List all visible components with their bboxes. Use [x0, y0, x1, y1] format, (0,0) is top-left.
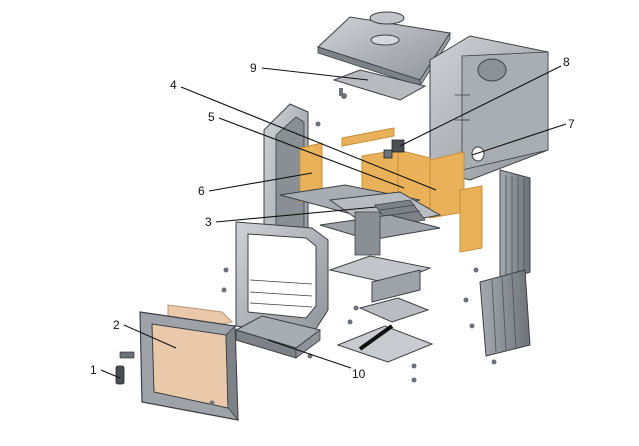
front-door: [139, 304, 239, 422]
leader-9: [261, 67, 369, 81]
ashpan-assembly: [328, 255, 434, 363]
leader-3: [215, 206, 377, 223]
door-handle: [115, 351, 135, 385]
baffle-plate: [332, 69, 427, 101]
leader-5: [218, 117, 405, 189]
throat-plate: [383, 139, 405, 159]
leader-1: [100, 369, 121, 379]
leader-2: [123, 324, 177, 349]
callout-10: 10: [352, 367, 366, 381]
leader-4: [180, 86, 437, 191]
callout-7: 7: [568, 117, 575, 131]
grate-assembly: [279, 184, 442, 256]
callout-5: 5: [208, 110, 215, 124]
callout-9: 9: [250, 61, 257, 75]
rear-panel: [429, 35, 549, 181]
leader-6: [208, 172, 313, 192]
callout-3: 3: [205, 215, 212, 229]
callout-labels: 1 2 3 4 5 6 7 8 9 10: [90, 55, 575, 381]
callout-6: 6: [198, 184, 205, 198]
leader-lines: [100, 65, 567, 379]
leader-8: [399, 65, 562, 147]
callout-8: 8: [563, 55, 570, 69]
callout-1: 1: [90, 363, 97, 377]
callout-4: 4: [170, 78, 177, 92]
right-side-panel: [479, 169, 531, 357]
front-frame: [235, 221, 329, 336]
leader-10: [267, 339, 352, 369]
leader-7: [471, 123, 567, 156]
callout-2: 2: [113, 318, 120, 332]
